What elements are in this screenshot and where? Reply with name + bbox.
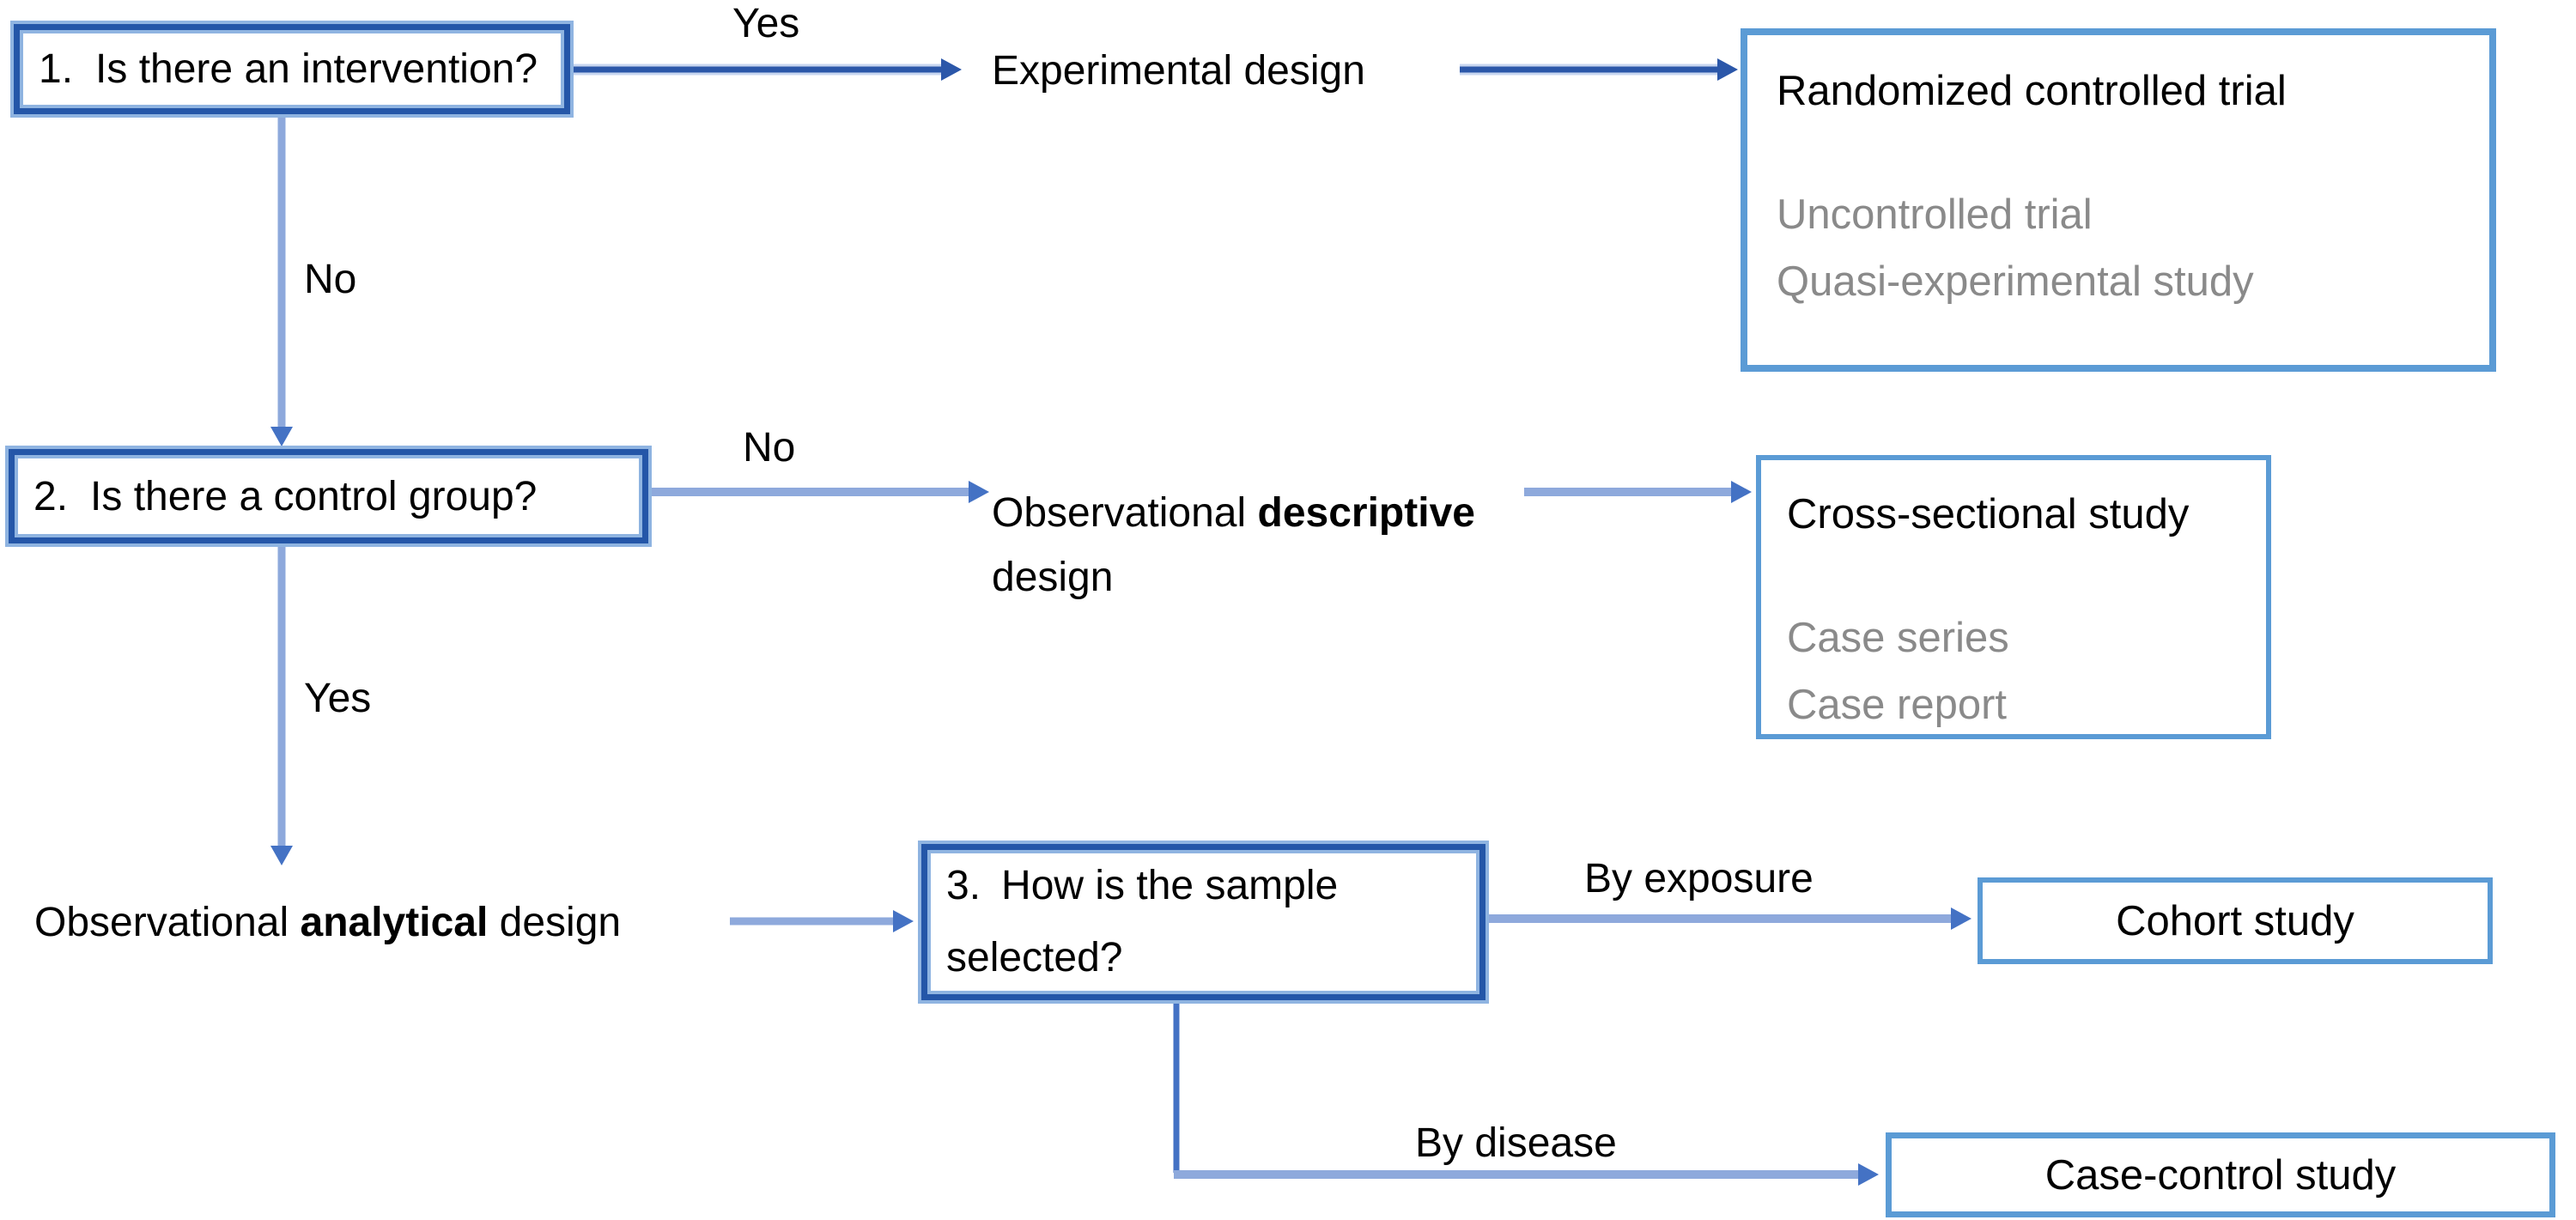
- outcome-experimental-secondary-1: Uncontrolled trial: [1777, 191, 2093, 238]
- question-3-number: 3.: [946, 863, 981, 908]
- label-by-exposure: By exposure: [1584, 856, 1814, 901]
- question-box-1: 1. Is there an intervention?: [14, 24, 570, 114]
- question-1-text: Is there an intervention?: [95, 46, 538, 92]
- outcome-experimental-primary: Randomized controlled trial: [1777, 68, 2287, 114]
- outcome-box-case-control: Case-control study: [1886, 1132, 2555, 1217]
- arrow-analytical-head: [893, 910, 914, 932]
- arrow-q1-no-head: [270, 427, 293, 446]
- outcome-box-descriptive: Cross-sectional study Case series Case r…: [1756, 455, 2271, 739]
- outcome-descriptive-primary: Cross-sectional study: [1787, 491, 2190, 537]
- label-observational-descriptive: Observational descriptive design: [992, 481, 1475, 610]
- outcome-descriptive-secondary-1: Case series: [1787, 615, 2009, 661]
- outcome-experimental-secondary: Uncontrolled trial Quasi-experimental st…: [1777, 181, 2489, 315]
- arrow-q1-yes-head: [941, 58, 962, 81]
- arrow-descriptive-head: [1731, 481, 1752, 503]
- question-box-3: 3.How is the sample selected?: [921, 844, 1485, 1000]
- label-experimental-design: Experimental design: [992, 48, 1365, 94]
- outcome-case-control-text: Case-control study: [2044, 1151, 2397, 1199]
- outcome-experimental-secondary-2: Quasi-experimental study: [1777, 258, 2254, 305]
- question-3-text: How is the sample selected?: [946, 863, 1339, 980]
- label-q2-no: No: [743, 425, 796, 470]
- outcome-box-experimental: Randomized controlled trial Uncontrolled…: [1741, 28, 2496, 372]
- label-q1-no: No: [304, 257, 357, 302]
- label-q2-yes: Yes: [304, 676, 372, 721]
- question-3-inner: 3.How is the sample selected?: [946, 850, 1453, 994]
- arrow-q2-yes-head: [270, 846, 293, 865]
- label-q1-yes: Yes: [732, 1, 800, 46]
- question-2-number: 2.: [33, 473, 69, 519]
- outcome-descriptive-secondary-2: Case report: [1787, 682, 2008, 728]
- label-by-disease: By disease: [1415, 1120, 1617, 1166]
- question-2-text: Is there a control group?: [90, 473, 538, 519]
- question-1-number: 1.: [39, 46, 74, 92]
- arrow-disease-head: [1858, 1163, 1879, 1186]
- label-observational-analytical: Observational analytical design: [34, 900, 622, 945]
- outcome-descriptive-secondary: Case series Case report: [1787, 604, 2266, 738]
- arrow-exposure-head: [1951, 907, 1971, 930]
- outcome-cohort-text: Cohort study: [2116, 897, 2354, 944]
- question-box-2: 2. Is there a control group?: [9, 449, 648, 543]
- outcome-box-cohort: Cohort study: [1978, 877, 2493, 964]
- label-observational-descriptive-line1: Observational descriptive: [992, 490, 1475, 536]
- arrow-experimental-head: [1717, 58, 1738, 81]
- arrow-q2-no-head: [969, 481, 989, 503]
- label-observational-descriptive-line2: design: [992, 555, 1114, 600]
